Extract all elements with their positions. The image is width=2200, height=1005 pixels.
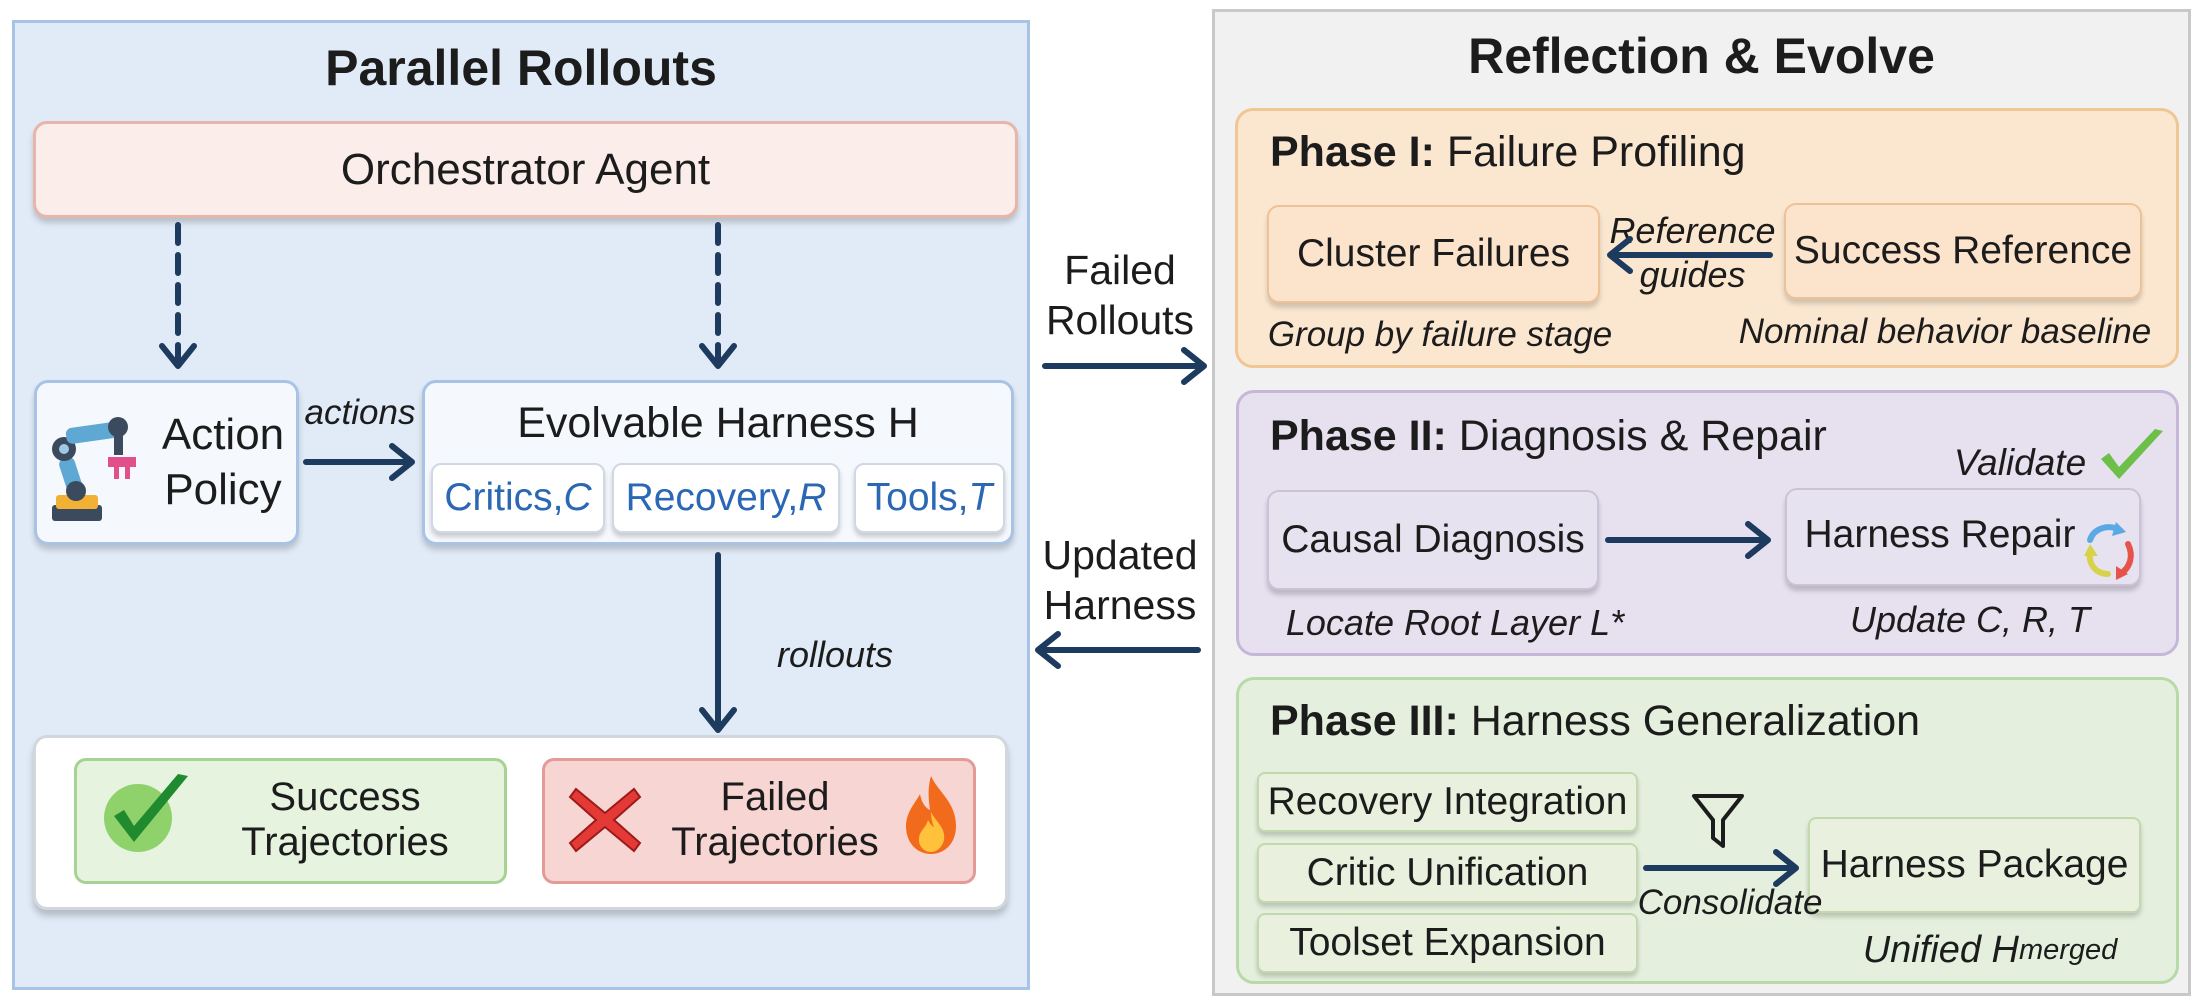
funnel-icon xyxy=(1692,794,1744,848)
unified-caption-sub: merged xyxy=(2018,933,2118,966)
evolvable-harness-title: Evolvable Harness H xyxy=(517,398,919,447)
orchestrator-to-harness-arrowhead xyxy=(699,343,737,369)
rollouts-arrowhead xyxy=(699,707,737,733)
actions-arrowhead xyxy=(389,443,415,481)
unified-caption-main: Unified H xyxy=(1862,928,2019,971)
tools-chip-label: Tools, xyxy=(866,476,969,519)
tools-chip-var: T xyxy=(968,476,993,519)
critics-chip-var: C xyxy=(563,476,592,519)
consolidate-arrowhead xyxy=(1773,849,1799,887)
harness-repair-label: Harness Repair xyxy=(1804,513,2076,556)
failed-trajectories-label: Failed Trajectories xyxy=(671,775,879,864)
causal-diagnosis-caption: Locate Root Layer L* xyxy=(1285,602,1625,643)
harness-repair-caption: Update C, R, T xyxy=(1849,599,2091,640)
tools-chip: Tools, T xyxy=(854,463,1005,533)
success-reference-caption: Nominal behavior baseline xyxy=(1738,312,2152,351)
critic-unification-node: Critic Unification xyxy=(1257,843,1638,903)
cluster-failures-node: Cluster Failures xyxy=(1267,205,1600,303)
causal-diagnosis-node: Causal Diagnosis xyxy=(1267,490,1599,590)
critics-chip: Critics, C xyxy=(431,463,605,533)
recovery-integration-node: Recovery Integration xyxy=(1257,772,1638,832)
orchestrator-to-policy-arrowhead xyxy=(159,343,197,369)
toolset-expansion-node: Toolset Expansion xyxy=(1257,913,1638,973)
orchestrator-agent-node: Orchestrator Agent xyxy=(33,121,1018,218)
updated-harness-label: Updated Harness xyxy=(1042,532,1198,628)
phase-2-title-rest: Diagnosis & Repair xyxy=(1446,412,1827,460)
phase-3-title: Phase III: Harness Generalization xyxy=(1270,697,1920,757)
recovery-chip-label: Recovery, xyxy=(625,476,799,519)
action-policy-label: Action Policy xyxy=(161,410,285,514)
success-reference-node: Success Reference xyxy=(1784,203,2142,299)
reflection-evolve-title: Reflection & Evolve xyxy=(1468,28,1935,84)
success-trajectories-label: Success Trajectories xyxy=(241,775,449,864)
phase-1-title-rest: Failure Profiling xyxy=(1434,128,1746,176)
validate-label: Validate xyxy=(1953,442,2087,483)
failed-rollouts-arrowhead xyxy=(1181,347,1207,385)
cross-icon xyxy=(568,787,642,853)
consolidate-edge-label: Consolidate xyxy=(1637,883,1823,922)
recovery-chip-var: R xyxy=(798,476,827,519)
validate-check-icon xyxy=(2101,429,2163,479)
phase-2-title: Phase II: Diagnosis & Repair xyxy=(1270,412,1827,472)
reference-guides-arrowhead xyxy=(1607,236,1633,274)
check-icon xyxy=(104,774,188,852)
harness-repair-node xyxy=(1785,488,2141,586)
actions-edge-label: actions xyxy=(304,393,416,432)
fire-icon xyxy=(906,776,956,854)
failed-rollouts-label: Failed Rollouts xyxy=(1045,247,1195,343)
phase-3-title-bold: Phase III: xyxy=(1270,697,1459,745)
rollouts-edge-label: rollouts xyxy=(776,634,894,675)
phase-3-title-rest: Harness Generalization xyxy=(1458,697,1921,745)
phase-1-title: Phase I: Failure Profiling xyxy=(1270,128,1746,188)
reference-guides-edge-label: Reference guides xyxy=(1609,210,1776,295)
phase-1-title-bold: Phase I: xyxy=(1270,128,1435,176)
diagnosis-to-repair-arrowhead xyxy=(1745,521,1771,559)
cluster-failures-caption: Group by failure stage xyxy=(1267,315,1613,354)
parallel-rollouts-title: Parallel Rollouts xyxy=(325,40,717,96)
updated-harness-arrowhead xyxy=(1035,631,1061,669)
harness-package-node: Harness Package xyxy=(1808,817,2141,913)
cycle-arrows-icon xyxy=(2084,522,2134,580)
phase-2-title-bold: Phase II: xyxy=(1270,412,1447,460)
robot-arm-icon xyxy=(52,417,136,521)
critics-chip-label: Critics, xyxy=(444,476,564,519)
recovery-chip: Recovery, R xyxy=(612,463,840,533)
